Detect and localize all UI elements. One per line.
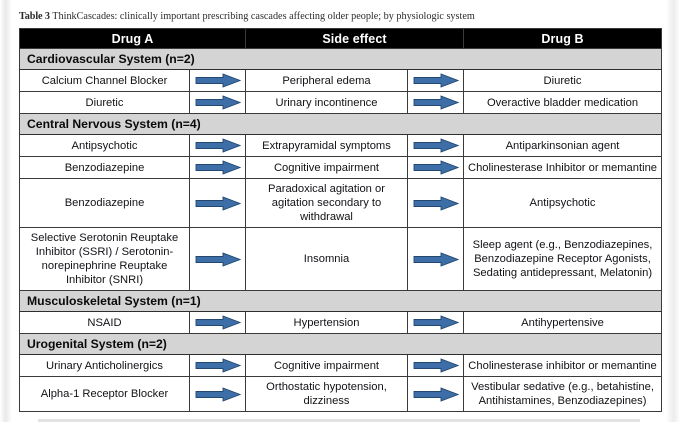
right-block-arrow-icon <box>195 138 241 153</box>
table-row: Benzodiazepine Cognitive impairment Cholin… <box>19 156 663 179</box>
cell-drug-a: Benzodiazepine <box>19 156 190 179</box>
table-figure: Table 3 ThinkCascades: clinically import… <box>18 0 663 422</box>
table-row: Diuretic Urinary incontinence Overactive b… <box>19 91 663 114</box>
cell-drug-b: Diuretic <box>463 69 663 92</box>
cell-drug-b: Vestibular sedative (e.g., betahistine, … <box>463 376 663 412</box>
table-row: Antipsychotic Extrapyramidal symptoms Anti… <box>19 134 663 157</box>
arrow-cell-a-to-effect <box>189 178 246 228</box>
cell-drug-a: Diuretic <box>19 91 190 114</box>
arrow-cell-a-to-effect <box>189 156 246 179</box>
arrow-cell-effect-to-b <box>406 227 465 291</box>
right-block-arrow-icon <box>413 315 459 330</box>
arrow-cell-a-to-effect <box>189 134 246 157</box>
table-row: NSAID Hypertension Antihypertensive <box>19 311 663 334</box>
column-header-side-effect: Side effect <box>244 28 465 49</box>
cell-side-effect: Insomnia <box>245 227 408 291</box>
cut-off-footnote-text <box>38 413 640 418</box>
cell-drug-b: Antiparkinsonian agent <box>463 134 663 157</box>
table-header: Drug A Side effect Drug B <box>19 28 663 49</box>
arrow-cell-effect-to-b <box>406 91 465 114</box>
section-title: Cardiovascular System (n=2) <box>18 48 663 70</box>
right-block-arrow-icon <box>195 195 241 211</box>
arrow-cell-effect-to-b <box>406 156 465 179</box>
section-header-row: Central Nervous System (n=4) <box>18 113 663 135</box>
cell-drug-a: Benzodiazepine <box>19 178 190 228</box>
right-block-arrow-icon <box>195 95 241 110</box>
cell-drug-b: Cholinesterase Inhibitor or memantine <box>463 156 663 179</box>
arrow-cell-effect-to-b <box>406 376 465 412</box>
arrow-cell-a-to-effect <box>189 91 246 114</box>
table-caption-label: Table 3 <box>19 11 50 22</box>
arrow-cell-a-to-effect <box>189 227 246 291</box>
section-header-row: Cardiovascular System (n=2) <box>18 48 663 70</box>
cell-drug-b: Antihypertensive <box>463 311 663 334</box>
table-row: Alpha-1 Receptor Blocker Orthostatic hypo… <box>19 376 663 412</box>
right-block-arrow-icon <box>413 95 459 110</box>
cell-drug-a: NSAID <box>19 311 190 334</box>
cell-drug-a: Selective Serotonin Reuptake Inhibitor (… <box>19 227 190 291</box>
right-block-arrow-icon <box>195 358 241 373</box>
right-block-arrow-icon <box>413 386 459 402</box>
cell-drug-a: Urinary Anticholinergics <box>19 354 190 377</box>
right-block-arrow-icon <box>413 73 459 88</box>
prescribing-cascades-table: Drug A Side effect Drug B Cardiovascular… <box>18 28 663 412</box>
right-block-arrow-icon <box>195 251 241 267</box>
arrow-cell-effect-to-b <box>406 311 465 334</box>
arrow-cell-effect-to-b <box>406 134 465 157</box>
cell-side-effect: Paradoxical agitation or agitation secon… <box>245 178 408 228</box>
right-block-arrow-icon <box>413 195 459 211</box>
cell-drug-b: Sleep agent (e.g., Benzodiazepines, Benz… <box>463 227 663 291</box>
right-block-arrow-icon <box>413 138 459 153</box>
page-shadow-left <box>0 0 12 422</box>
arrow-cell-effect-to-b <box>406 178 465 228</box>
right-block-arrow-icon <box>413 358 459 373</box>
table-body: Cardiovascular System (n=2)Calcium Chann… <box>18 48 663 412</box>
cell-side-effect: Orthostatic hypotension, dizziness <box>245 376 408 412</box>
table-row: Urinary Anticholinergics Cognitive impair… <box>19 354 663 377</box>
arrow-cell-a-to-effect <box>189 376 246 412</box>
cell-side-effect: Cognitive impairment <box>245 156 408 179</box>
right-block-arrow-icon <box>195 386 241 402</box>
column-header-drug-b: Drug B <box>463 28 663 49</box>
section-header-row: Musculoskeletal System (n=1) <box>18 290 663 312</box>
page-shadow-right <box>666 0 680 422</box>
cell-drug-a: Alpha-1 Receptor Blocker <box>19 376 190 412</box>
cell-drug-a: Antipsychotic <box>19 134 190 157</box>
table-row: Selective Serotonin Reuptake Inhibitor (… <box>19 227 663 291</box>
cell-side-effect: Peripheral edema <box>245 69 408 92</box>
cut-off-footnote-bar <box>38 419 640 422</box>
right-block-arrow-icon <box>413 251 459 267</box>
arrow-cell-effect-to-b <box>406 69 465 92</box>
column-header-drug-a: Drug A <box>19 28 246 49</box>
section-title: Musculoskeletal System (n=1) <box>18 290 663 312</box>
cell-drug-b: Overactive bladder medication <box>463 91 663 114</box>
cell-side-effect: Cognitive impairment <box>245 354 408 377</box>
cell-drug-b: Antipsychotic <box>463 178 663 228</box>
right-block-arrow-icon <box>195 160 241 175</box>
section-header-row: Urogenital System (n=2) <box>18 333 663 355</box>
section-title: Urogenital System (n=2) <box>18 333 663 355</box>
cell-side-effect: Extrapyramidal symptoms <box>245 134 408 157</box>
table-caption-text: ThinkCascades: clinically important pres… <box>52 11 475 22</box>
arrow-cell-effect-to-b <box>406 354 465 377</box>
table-row: Calcium Channel Blocker Peripheral edema D… <box>19 69 663 92</box>
cell-drug-a: Calcium Channel Blocker <box>19 69 190 92</box>
right-block-arrow-icon <box>195 73 241 88</box>
table-row: Benzodiazepine Paradoxical agitation or a… <box>19 178 663 228</box>
arrow-cell-a-to-effect <box>189 69 246 92</box>
cut-off-footnote <box>38 413 640 422</box>
right-block-arrow-icon <box>195 315 241 330</box>
cell-drug-b: Cholinesterase inhibitor or memantine <box>463 354 663 377</box>
table-header-row: Drug A Side effect Drug B <box>19 28 663 49</box>
table-caption: Table 3 ThinkCascades: clinically import… <box>19 0 661 28</box>
section-title: Central Nervous System (n=4) <box>18 113 663 135</box>
right-block-arrow-icon <box>413 160 459 175</box>
cell-side-effect: Hypertension <box>245 311 408 334</box>
cell-side-effect: Urinary incontinence <box>245 91 408 114</box>
arrow-cell-a-to-effect <box>189 311 246 334</box>
arrow-cell-a-to-effect <box>189 354 246 377</box>
